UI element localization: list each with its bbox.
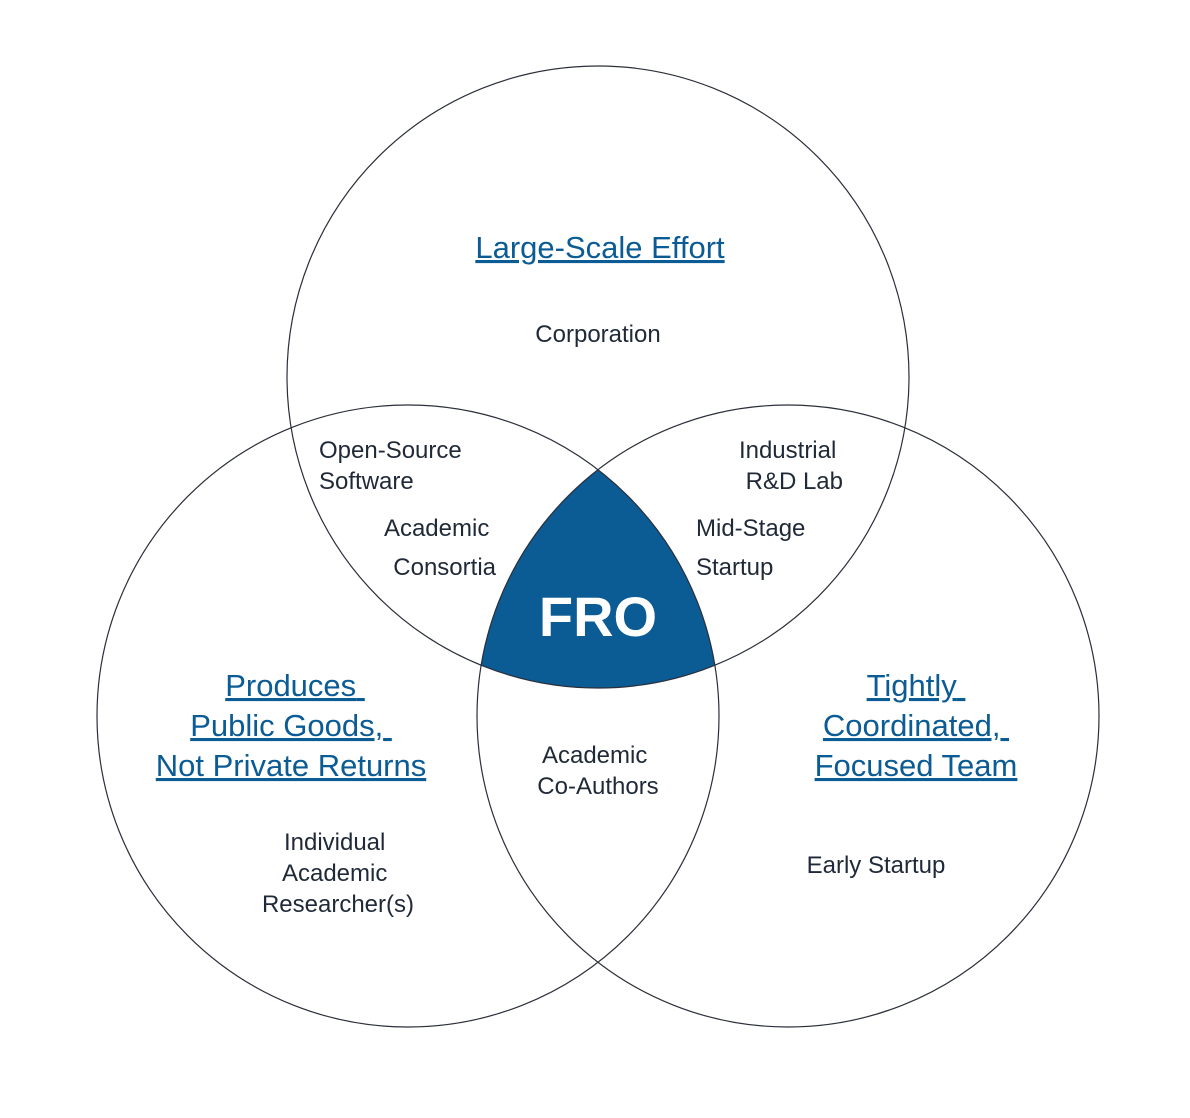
circle-large-scale-effort (286, 65, 910, 689)
circle-public-goods (96, 404, 720, 1028)
label-mid-stage-startup: Mid-Stage Startup (696, 515, 812, 581)
label-open-source-software: Open-Source Software (319, 437, 468, 495)
label-academic-consortia: Academic Consortia (384, 515, 497, 581)
label-early-startup: Early Startup (807, 852, 946, 879)
label-industrial-rd-lab: Industrial R&D Lab (739, 437, 843, 495)
heading-public-goods: Produces Public Goods, Not Private Retur… (156, 668, 427, 783)
label-academic-co-authors: Academic Co-Authors (537, 742, 658, 800)
label-individual-academic-researchers: Individual Academic Researcher(s) (262, 829, 414, 918)
heading-large-scale-effort: Large-Scale Effort (475, 230, 725, 265)
circle-focused-team (476, 404, 1100, 1028)
label-corporation: Corporation (535, 321, 660, 348)
heading-focused-team: Tightly Coordinated, Focused Team (815, 668, 1018, 783)
center-intersection-region (481, 469, 715, 688)
label-fro: FRO (539, 585, 657, 648)
